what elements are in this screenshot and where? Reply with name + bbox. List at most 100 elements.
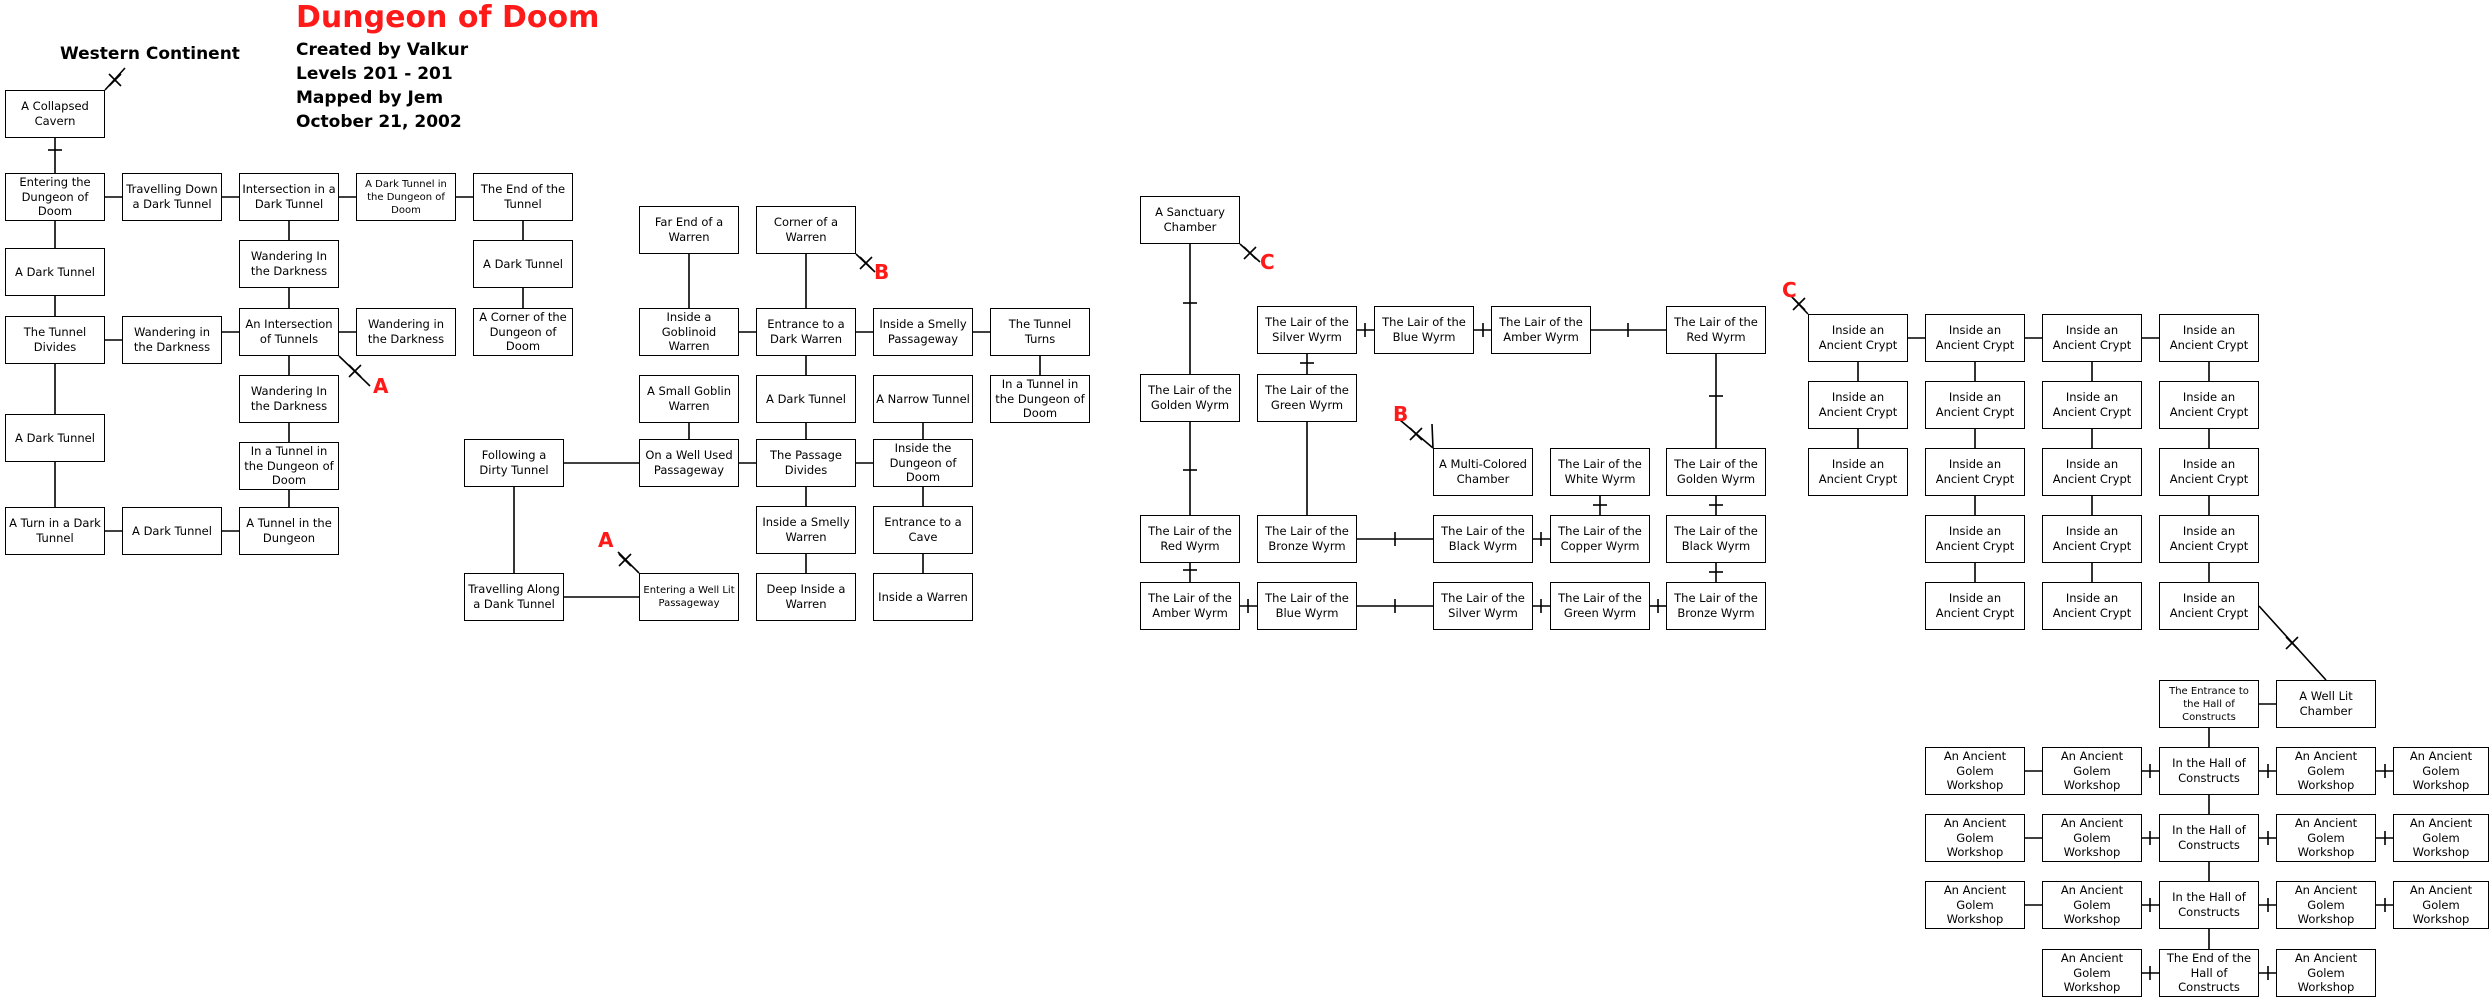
room-ancient-crypt[interactable]: Inside an Ancient Crypt <box>2042 381 2142 429</box>
room-golden-wyrm[interactable]: The Lair of the Golden Wyrm <box>1140 374 1240 422</box>
room-entering-well-lit[interactable]: Entering a Well Lit Passageway <box>639 573 739 621</box>
exit-marker-a: A <box>598 528 614 552</box>
room-white-wyrm[interactable]: The Lair of the White Wyrm <box>1550 448 1650 496</box>
room-corner-dungeon[interactable]: A Corner of the Dungeon of Doom <box>473 308 573 356</box>
room-deep-inside-warren[interactable]: Deep Inside a Warren <box>756 573 856 621</box>
room-hall-entrance[interactable]: The Entrance to the Hall of Constructs <box>2159 680 2259 728</box>
room-wandering[interactable]: Wandering in the Darkness <box>122 316 222 364</box>
room-narrow-tunnel[interactable]: A Narrow Tunnel <box>873 375 973 423</box>
room-amber-wyrm[interactable]: The Lair of the Amber Wyrm <box>1140 582 1240 630</box>
room-dark-tunnel[interactable]: A Dark Tunnel <box>122 507 222 555</box>
room-small-goblin-warren[interactable]: A Small Goblin Warren <box>639 375 739 423</box>
room-multi-colored-chamber[interactable]: A Multi-Colored Chamber <box>1433 448 1533 496</box>
room-silver-wyrm[interactable]: The Lair of the Silver Wyrm <box>1257 306 1357 354</box>
room-golem-workshop[interactable]: An Ancient Golem Workshop <box>2276 747 2376 795</box>
room-ancient-crypt[interactable]: Inside an Ancient Crypt <box>2159 515 2259 563</box>
room-bronze-wyrm[interactable]: The Lair of the Bronze Wyrm <box>1257 515 1357 563</box>
room-ancient-crypt[interactable]: Inside an Ancient Crypt <box>1808 448 1908 496</box>
room-golem-workshop[interactable]: An Ancient Golem Workshop <box>1925 747 2025 795</box>
room-wandering[interactable]: Wandering In the Darkness <box>239 375 339 423</box>
room-inside-warren[interactable]: Inside a Warren <box>873 573 973 621</box>
room-entrance-dark-warren[interactable]: Entrance to a Dark Warren <box>756 308 856 356</box>
room-wandering[interactable]: Wandering in the Darkness <box>356 308 456 356</box>
room-silver-wyrm[interactable]: The Lair of the Silver Wyrm <box>1433 582 1533 630</box>
room-goblinoid-warren[interactable]: Inside a Goblinoid Warren <box>639 308 739 356</box>
room-golem-workshop[interactable]: An Ancient Golem Workshop <box>2042 949 2142 997</box>
room-red-wyrm[interactable]: The Lair of the Red Wyrm <box>1666 306 1766 354</box>
room-smelly-warren[interactable]: Inside a Smelly Warren <box>756 506 856 554</box>
room-green-wyrm[interactable]: The Lair of the Green Wyrm <box>1257 374 1357 422</box>
room-smelly-passageway[interactable]: Inside a Smelly Passageway <box>873 308 973 356</box>
room-dark-tunnel[interactable]: A Dark Tunnel <box>756 375 856 423</box>
room-entrance-cave[interactable]: Entrance to a Cave <box>873 506 973 554</box>
room-ancient-crypt[interactable]: Inside an Ancient Crypt <box>1925 314 2025 362</box>
room-wandering[interactable]: Wandering In the Darkness <box>239 240 339 288</box>
room-travelling-dank[interactable]: Travelling Along a Dank Tunnel <box>464 573 564 621</box>
room-tunnel-turns[interactable]: The Tunnel Turns <box>990 308 1090 356</box>
room-corner-warren[interactable]: Corner of a Warren <box>756 206 856 254</box>
room-dark-tunnel[interactable]: A Dark Tunnel <box>473 240 573 288</box>
room-tunnel-dungeon-doom[interactable]: In a Tunnel in the Dungeon of Doom <box>990 375 1090 423</box>
room-golem-workshop[interactable]: An Ancient Golem Workshop <box>2042 747 2142 795</box>
room-dark-tunnel[interactable]: A Dark Tunnel <box>5 414 105 462</box>
room-tunnel-in-dungeon-doom[interactable]: In a Tunnel in the Dungeon of Doom <box>239 442 339 490</box>
room-golem-workshop[interactable]: An Ancient Golem Workshop <box>2393 747 2489 795</box>
room-travelling-down[interactable]: Travelling Down a Dark Tunnel <box>122 173 222 221</box>
room-blue-wyrm[interactable]: The Lair of the Blue Wyrm <box>1257 582 1357 630</box>
room-golden-wyrm[interactable]: The Lair of the Golden Wyrm <box>1666 448 1766 496</box>
room-hall-of-constructs[interactable]: In the Hall of Constructs <box>2159 881 2259 929</box>
room-dark-tunnel[interactable]: A Dark Tunnel <box>5 248 105 296</box>
room-an-intersection[interactable]: An Intersection of Tunnels <box>239 308 339 356</box>
room-tunnel-divides[interactable]: The Tunnel Divides <box>5 316 105 364</box>
room-following-dirty-tunnel[interactable]: Following a Dirty Tunnel <box>464 439 564 487</box>
room-black-wyrm[interactable]: The Lair of the Black Wyrm <box>1666 515 1766 563</box>
exit-cross <box>859 256 873 270</box>
room-end-hall[interactable]: The End of the Hall of Constructs <box>2159 949 2259 997</box>
room-ancient-crypt[interactable]: Inside an Ancient Crypt <box>2159 314 2259 362</box>
room-collapsed-cavern[interactable]: A Collapsed Cavern <box>5 90 105 138</box>
room-golem-workshop[interactable]: An Ancient Golem Workshop <box>2276 881 2376 929</box>
room-tunnel-in-dungeon[interactable]: A Tunnel in the Dungeon <box>239 507 339 555</box>
room-amber-wyrm[interactable]: The Lair of the Amber Wyrm <box>1491 306 1591 354</box>
room-far-end-warren[interactable]: Far End of a Warren <box>639 206 739 254</box>
room-golem-workshop[interactable]: An Ancient Golem Workshop <box>1925 814 2025 862</box>
room-turn-dark-tunnel[interactable]: A Turn in a Dark Tunnel <box>5 507 105 555</box>
room-ancient-crypt[interactable]: Inside an Ancient Crypt <box>1925 381 2025 429</box>
room-end-of-tunnel[interactable]: The End of the Tunnel <box>473 173 573 221</box>
room-inside-dungeon-doom[interactable]: Inside the Dungeon of Doom <box>873 439 973 487</box>
room-red-wyrm[interactable]: The Lair of the Red Wyrm <box>1140 515 1240 563</box>
room-entering-dungeon[interactable]: Entering the Dungeon of Doom <box>5 173 105 221</box>
room-ancient-crypt[interactable]: Inside an Ancient Crypt <box>2042 314 2142 362</box>
room-bronze-wyrm[interactable]: The Lair of the Bronze Wyrm <box>1666 582 1766 630</box>
room-dark-tunnel-dungeon[interactable]: A Dark Tunnel in the Dungeon of Doom <box>356 173 456 221</box>
room-green-wyrm[interactable]: The Lair of the Green Wyrm <box>1550 582 1650 630</box>
room-well-used-passageway[interactable]: On a Well Used Passageway <box>639 439 739 487</box>
room-ancient-crypt[interactable]: Inside an Ancient Crypt <box>1925 515 2025 563</box>
room-ancient-crypt[interactable]: Inside an Ancient Crypt <box>2042 515 2142 563</box>
room-ancient-crypt[interactable]: Inside an Ancient Crypt <box>2159 381 2259 429</box>
room-ancient-crypt[interactable]: Inside an Ancient Crypt <box>2042 448 2142 496</box>
room-golem-workshop[interactable]: An Ancient Golem Workshop <box>2042 814 2142 862</box>
room-sanctuary-chamber[interactable]: A Sanctuary Chamber <box>1140 196 1240 244</box>
room-ancient-crypt[interactable]: Inside an Ancient Crypt <box>1808 314 1908 362</box>
room-hall-of-constructs[interactable]: In the Hall of Constructs <box>2159 747 2259 795</box>
room-well-lit-chamber[interactable]: A Well Lit Chamber <box>2276 680 2376 728</box>
room-golem-workshop[interactable]: An Ancient Golem Workshop <box>2276 949 2376 997</box>
room-intersection-dark[interactable]: Intersection in a Dark Tunnel <box>239 173 339 221</box>
room-golem-workshop[interactable]: An Ancient Golem Workshop <box>1925 881 2025 929</box>
room-passage-divides[interactable]: The Passage Divides <box>756 439 856 487</box>
room-golem-workshop[interactable]: An Ancient Golem Workshop <box>2393 881 2489 929</box>
room-copper-wyrm[interactable]: The Lair of the Copper Wyrm <box>1550 515 1650 563</box>
room-hall-of-constructs[interactable]: In the Hall of Constructs <box>2159 814 2259 862</box>
room-ancient-crypt[interactable]: Inside an Ancient Crypt <box>2159 582 2259 630</box>
room-blue-wyrm[interactable]: The Lair of the Blue Wyrm <box>1374 306 1474 354</box>
room-ancient-crypt[interactable]: Inside an Ancient Crypt <box>1925 448 2025 496</box>
room-ancient-crypt[interactable]: Inside an Ancient Crypt <box>2159 448 2259 496</box>
room-golem-workshop[interactable]: An Ancient Golem Workshop <box>2393 814 2489 862</box>
room-ancient-crypt[interactable]: Inside an Ancient Crypt <box>1808 381 1908 429</box>
room-ancient-crypt[interactable]: Inside an Ancient Crypt <box>2042 582 2142 630</box>
room-ancient-crypt[interactable]: Inside an Ancient Crypt <box>1925 582 2025 630</box>
room-golem-workshop[interactable]: An Ancient Golem Workshop <box>2042 881 2142 929</box>
room-golem-workshop[interactable]: An Ancient Golem Workshop <box>2276 814 2376 862</box>
room-black-wyrm[interactable]: The Lair of the Black Wyrm <box>1433 515 1533 563</box>
